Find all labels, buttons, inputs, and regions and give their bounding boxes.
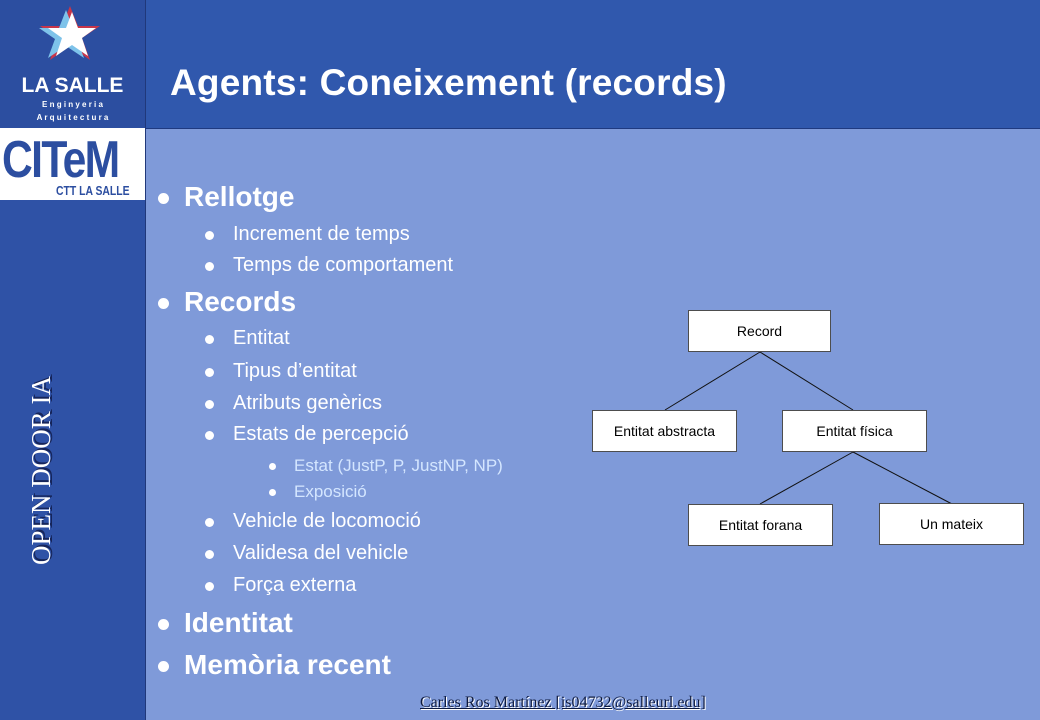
slide-title: Agents: Coneixement (records) xyxy=(170,62,727,103)
bullet-dot-icon xyxy=(205,431,214,440)
diagram-node-record: Record xyxy=(688,310,831,352)
bullet-dot-icon xyxy=(158,661,169,672)
bullet-dot-icon xyxy=(205,400,214,409)
diagram-node-un-mateix: Un mateix xyxy=(879,503,1024,545)
la-salle-line2: A r q u i t e c t u r a xyxy=(36,113,109,122)
bullet-dot-icon xyxy=(158,298,169,309)
bullet-temps-comportament: Temps de comportament xyxy=(205,254,453,277)
la-salle-brand: LA SALLE xyxy=(21,74,124,97)
bullet-memoria-recent: Memòria recent xyxy=(158,649,391,681)
bullet-dot-icon xyxy=(205,518,214,527)
diagram-node-entitat-abstracta: Entitat abstracta xyxy=(592,410,737,452)
citem-sub: CTT LA SALLE xyxy=(56,183,130,198)
bullet-dot-icon xyxy=(205,262,214,271)
bullet-dot-icon xyxy=(205,550,214,559)
bullet-rellotge: Rellotge xyxy=(158,181,294,213)
bullet-dot-icon xyxy=(205,582,214,591)
bullet-dot-icon xyxy=(269,489,276,496)
bullet-tipus-entitat: Tipus d’entitat xyxy=(205,360,357,383)
bullet-records: Records xyxy=(158,286,296,318)
diagram-node-entitat-fisica: Entitat física xyxy=(782,410,927,452)
bullet-estats-percepcio: Estats de percepció xyxy=(205,423,409,446)
bullet-dot-icon xyxy=(205,368,214,377)
la-salle-logo: LA SALLE E n g i n y e r i a A r q u i t… xyxy=(0,0,145,128)
bullet-increment-temps: Increment de temps xyxy=(205,223,410,246)
citem-name: CITeM xyxy=(2,131,120,189)
bullet-entitat: Entitat xyxy=(205,327,290,350)
citem-logo: CITeM CTT LA SALLE xyxy=(0,128,145,200)
bullet-validesa-vehicle: Validesa del vehicle xyxy=(205,542,408,565)
sidebar-label: OPEN DOOR IA xyxy=(26,376,56,565)
la-salle-line1: E n g i n y e r i a xyxy=(42,100,103,109)
slide-header: Agents: Coneixement (records) xyxy=(146,0,1040,129)
sidebar: LA SALLE E n g i n y e r i a A r q u i t… xyxy=(0,0,146,720)
bullet-dot-icon xyxy=(158,619,169,630)
bullet-dot-icon xyxy=(205,335,214,344)
star-logo-icon xyxy=(39,6,100,60)
bullet-vehicle-locomocio: Vehicle de locomoció xyxy=(205,510,421,533)
bullet-forca-externa: Força externa xyxy=(205,574,356,597)
footer-author: Carles Ros Martínez [is04732@salleurl.ed… xyxy=(420,694,706,711)
bullet-dot-icon xyxy=(158,193,169,204)
bullet-dot-icon xyxy=(205,231,214,240)
bullet-atributs-generics: Atributs genèrics xyxy=(205,392,382,415)
diagram-connectors xyxy=(664,351,953,505)
bullet-dot-icon xyxy=(269,463,276,470)
bullet-estat: Estat (JustP, P, JustNP, NP) xyxy=(269,456,503,476)
bullet-identitat: Identitat xyxy=(158,607,293,639)
bullet-exposicio: Exposició xyxy=(269,482,367,502)
diagram-node-entitat-forana: Entitat forana xyxy=(688,504,833,546)
